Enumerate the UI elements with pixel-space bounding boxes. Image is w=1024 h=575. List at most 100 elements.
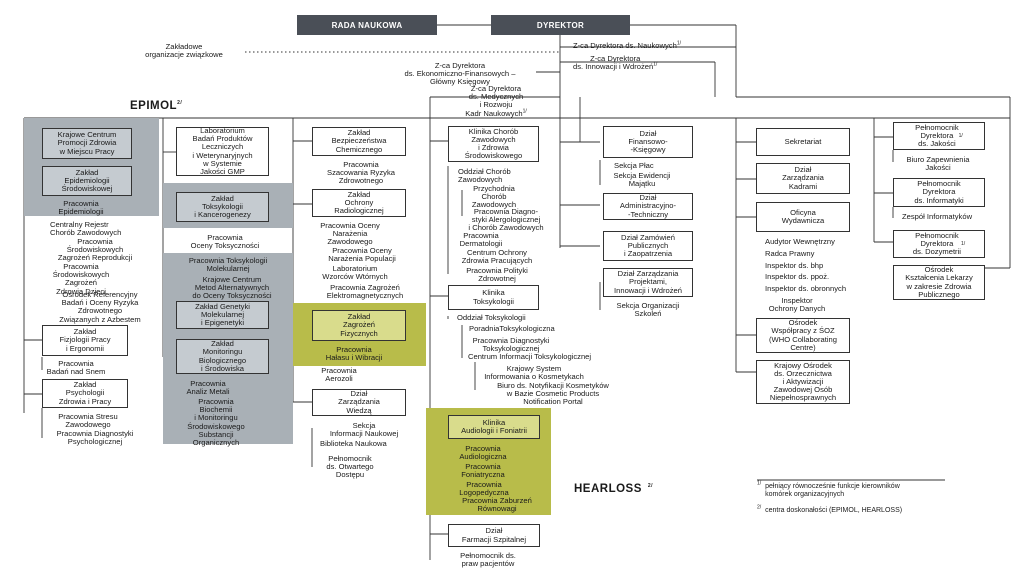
centrum-informacji-toks: Centrum Informacji Toksykologicznej xyxy=(468,352,592,361)
inspektor-obronnych: Inspektor ds. obronnych xyxy=(765,284,847,293)
pelnomocnik-dostepu: Pełnomocnik ds. Otwartego Dostępu xyxy=(326,454,374,480)
pracownia-analiz-metali: Pracownia Analiz Metali xyxy=(186,379,230,397)
box-zaklad-bezpieczenstwa: Zakład Bezpieczeństwa Chemicznego xyxy=(312,127,406,156)
box-zaklad-zagrozen-fizycznych: Zakład Zagrożeń Fizycznych xyxy=(312,310,406,341)
laboratorium-wzorcow: Laboratorium Wzorców Wtórnych xyxy=(322,264,388,282)
biuro-zapewnienia-jakosci: Biuro Zapewnienia Jakości xyxy=(906,155,970,173)
box-dzial-projektami: Dział Zarządzania Projektami, Innowacji … xyxy=(603,268,693,297)
box-klinika-chorob: Klinika Chorób Zawodowych i Zdrowia Środ… xyxy=(448,126,539,162)
box-zaklad-genetyki: Zakład Genetyki Molekularnej i Epigenety… xyxy=(176,301,269,329)
box-dzial-farmacji: Dział Farmacji Szpitalnej xyxy=(448,524,540,547)
pracownia-biochemii: Pracownia Biochemii i Monitoringu Środow… xyxy=(187,397,245,448)
sekcja-ewidencji: Sekcja Ewidencji Majątku xyxy=(613,171,671,189)
box-dzial-administracyjny: Dział Administracyjno- -Techniczny xyxy=(603,193,693,220)
pracownia-aerozoli: Pracownia Aerozoli xyxy=(321,366,357,384)
centralny-rejestr: Centralny Rejestr Chorób Zawodowych xyxy=(50,220,122,238)
pracownia-oceny-narazenia: Pracownia Oceny Narażenia Zawodowego xyxy=(320,221,380,247)
krajowe-centrum-metod: Krajowe Centrum Metod Alternatywnych do … xyxy=(192,275,272,301)
oddzial-chorob: Oddział Chorób Zawodowych xyxy=(458,167,511,185)
deputy-innovation-label: Z-ca Dyrektora ds. Innowacji i Wdrożeń1/ xyxy=(573,54,658,72)
box-osrodek-ksztalcenia: Ośrodek Kształcenia Lekarzy w zakresie Z… xyxy=(893,265,985,300)
pracownia-foniatryczna: Pracownia Foniatryczna xyxy=(461,462,505,480)
deputy-medical-label: Z-ca Dyrektora ds. Medycznych i Rozwoju … xyxy=(452,84,540,118)
box-zaklad-fizjologii: Zakład Fizjologii Pracy i Ergonomii xyxy=(42,325,128,356)
zespol-informatykow: Zespół Informatyków xyxy=(902,212,973,221)
box-dzial-zarzadzania-wiedza: Dział Zarządzania Wiedzą xyxy=(312,389,406,416)
biblioteka-naukowa: Biblioteka Naukowa xyxy=(320,439,387,448)
epimol-label: EPIMOL2/ xyxy=(130,100,182,112)
sekcja-informacji: Sekcja Informacji Naukowej xyxy=(329,421,399,439)
pracownia-stresu: Pracownia Stresu Zawodowego xyxy=(58,412,118,430)
inspektor-ppoz: Inspektor ds. ppoż. xyxy=(765,272,830,281)
box-klinika-audiologii: Klinika Audiologii i Foniatrii xyxy=(448,415,540,439)
deputy-economic-label: Z-ca Dyrektora ds. Ekonomiczno-Finansowy… xyxy=(404,61,516,87)
przychodnia-chorob: Przychodnia Chorób Zawodowych xyxy=(471,184,517,210)
poradnia-toksykologiczna: PoradniaToksykologiczna xyxy=(469,324,555,333)
rada-naukowa-box: RADA NAUKOWA xyxy=(297,15,437,35)
box-osrodek-soz: Ośrodek Współpracy z ŚOZ (WHO Collaborat… xyxy=(756,318,850,353)
box-krajowe-centrum: Krajowe Centrum Promocji Zdrowia w Miejs… xyxy=(42,128,132,159)
centrum-ochrony-zdrowia: Centrum Ochrony Zdrowia Pracujących xyxy=(461,248,533,266)
pracownia-oceny-populacji: Pracownia Oceny Narażenia Populacji xyxy=(328,246,396,264)
pracownia-zagrozen-reprodukcji: Pracownia Środowiskowych Zagrożeń Reprod… xyxy=(57,237,133,263)
pracownia-epidemiologii: Pracownia Epidemiologii xyxy=(58,199,104,217)
box-pelnomocnik-informatyki: Pełnomocnik Dyrektora ds. Informatyki xyxy=(893,178,985,207)
radca-prawny: Radca Prawny xyxy=(765,249,815,258)
audytor: Audytor Wewnętrzny xyxy=(765,237,835,246)
pracownia-diagnostyki-psych: Pracownia Diagnostyki Psychologicznej xyxy=(56,429,134,447)
krajowy-system-kosmetyki: Krajowy System Informowania o Kosmetykac… xyxy=(484,364,584,382)
pelnomocnik-jakosci-text: Pełnomocnik Dyrektora ds. Jakości xyxy=(915,122,959,149)
box-zaklad-ochrony-rad: Zakład Ochrony Radiologicznej xyxy=(312,189,406,217)
hearloss-label: HEARLOSS 2/ xyxy=(574,483,653,495)
footnote1-mark: 1/ xyxy=(757,480,762,487)
pracownia-diagnostyki-alerg: Pracownia Diagno- styki Alergologicznej … xyxy=(468,207,544,233)
deputy-medical-text: Z-ca Dyrektora ds. Medycznych i Rozwoju … xyxy=(465,84,524,118)
pracownia-zaburzen: Pracownia Zaburzeń Równowagi xyxy=(462,496,532,514)
pracownia-diagnostyki-toks: Pracownia Diagnostyki Toksykologicznej xyxy=(472,336,550,354)
pelnomocnik-dozymetrii-text: Pełnomocnik Dyrektora ds. Dozymetrii xyxy=(912,230,961,257)
footnote1-mark: 1/ xyxy=(653,61,658,68)
hearloss-text: HEARLOSS xyxy=(574,483,642,495)
pracownia-dermatologii: Pracownia Dermatologii xyxy=(459,231,503,249)
footnote2-mark: 2/ xyxy=(757,504,762,511)
pracownia-badan-nad-snem: Pracownia Badań nad Snem xyxy=(46,359,106,377)
footnote1-mark: 1/ xyxy=(676,40,681,47)
dyrektor-box: DYREKTOR xyxy=(491,15,630,35)
pracownia-szacowania: Pracownia Szacowania Ryzyka Zdrowotnego xyxy=(327,160,395,186)
box-dzial-kadr: Dział Zarządzania Kadrami xyxy=(756,163,850,194)
box-zaklad-monitoringu: Zakład Monitoringu Biologicznego i Środo… xyxy=(176,339,269,374)
footnote2-mark: 2/ xyxy=(177,100,183,107)
osrodek-referencyjny: Ośrodek Referencyjny Badań i Oceny Ryzyk… xyxy=(59,290,141,324)
box-oficyna: Oficyna Wydawnicza xyxy=(756,202,850,232)
sekcja-plac: Sekcja Płac xyxy=(614,161,654,170)
box-dzial-zamowien: Dział Zamówień Publicznych i Zaopatrzeni… xyxy=(603,231,693,261)
footnote-1-text: pełniący równocześnie funkcje kierownikó… xyxy=(765,483,900,498)
pracownia-zagrozen-elektromag: Pracownia Zagrożeń Elektromagnetycznych xyxy=(326,283,404,301)
box-zaklad-toksykologii: Zakład Toksykologii i Kancerogenezy xyxy=(176,192,269,222)
pracownia-logopedyczna: Pracownia Logopedyczna xyxy=(459,480,509,498)
footnote1-mark: 1/ xyxy=(522,108,527,115)
deputy-innovation-text: Z-ca Dyrektora ds. Innowacji i Wdrożeń xyxy=(573,54,654,72)
pracownia-audiologiczna: Pracownia Audiologiczna xyxy=(459,444,507,462)
box-krajowy-osrodek-orzecznictwa: Krajowy Ośrodek ds. Orzecznictwa i Aktyw… xyxy=(756,360,850,404)
unions-label: Zakładowe organizacje związkowe xyxy=(145,42,223,60)
epimol-text: EPIMOL xyxy=(130,100,178,112)
footnote2-mark: 2/ xyxy=(647,483,654,490)
inspektor-danych: Inspektor Ochrony Danych xyxy=(768,296,826,314)
box-zaklad-psychologii: Zakład Psychologii Zdrowia i Pracy xyxy=(42,379,128,408)
deputy-science-text: Z-ca Dyrektora ds. Naukowych xyxy=(573,41,677,50)
pracownia-halasu: Pracownia Hałasu i Wibracji xyxy=(325,345,383,363)
footnote-1: 1/ pełniący równocześnie funkcje kierown… xyxy=(757,480,900,499)
pelnomocnik-pacjentow: Pełnomocnik ds. praw pacjentów xyxy=(460,551,516,569)
box-dzial-finansowy: Dział Finansowo- -Księgowy xyxy=(603,126,693,158)
box-laboratorium-gmp: Laboratorium Badań Produktów Leczniczych… xyxy=(176,126,269,176)
box-klinika-toksykologii: Klinika Toksykologii xyxy=(448,285,539,310)
footnote-2: 2/ centra doskonałości (EPIMOL, HEARLOSS… xyxy=(757,504,902,515)
deputy-science-label: Z-ca Dyrektora ds. Naukowych1/ xyxy=(573,40,681,50)
pracownia-zdrowia-dzieci: Pracownia Środowiskowych Zagrożeń Zdrowi… xyxy=(52,262,110,296)
box-sekretariat: Sekretariat xyxy=(756,128,850,156)
inspektor-bhp: Inspektor ds. bhp xyxy=(765,261,824,270)
